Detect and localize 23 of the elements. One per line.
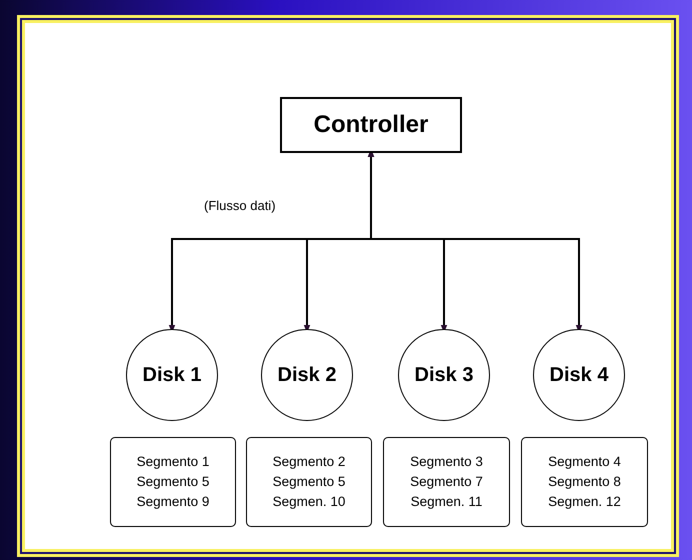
segment-label: Segmento 1 (136, 453, 210, 471)
segment-label: Segmento 5 (272, 473, 346, 491)
segment-list-box (521, 437, 648, 527)
segment-label: Segmento 7 (410, 473, 483, 491)
segment-label: Segmen. 12 (548, 493, 621, 511)
node-label: Disk 1 (142, 364, 202, 386)
node-label: Disk 2 (278, 364, 336, 386)
segment-label: Segmento 5 (136, 473, 210, 491)
segment-label: Segmento 9 (136, 493, 210, 511)
segment-label: Segmen. 10 (272, 493, 346, 511)
segment-label: Segmento 3 (410, 453, 483, 471)
controller-box (280, 97, 462, 153)
segment-label: Segmento 4 (548, 453, 621, 471)
segment-label: Segmen. 11 (410, 493, 482, 511)
segment-list-box (246, 437, 372, 527)
node-label: Disk 4 (550, 364, 608, 386)
node-label: Controller (314, 111, 428, 139)
segment-list-box (383, 437, 510, 527)
flow-note: (Flusso dati) (204, 198, 276, 213)
segment-label: Segmento 8 (548, 473, 621, 491)
segment-label: Segmento 2 (272, 453, 346, 471)
node-label: Disk 3 (414, 364, 474, 386)
segment-list-box (110, 437, 236, 527)
